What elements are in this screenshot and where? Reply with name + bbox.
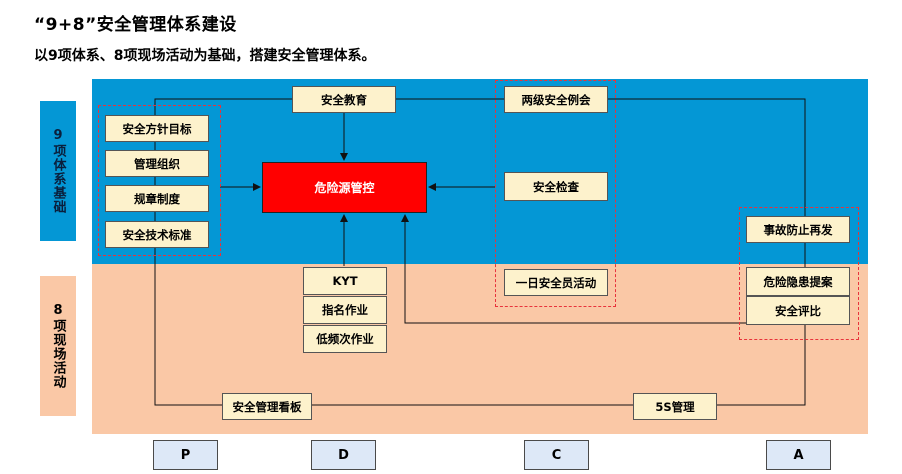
two-level-meeting-node: 两级安全例会 bbox=[504, 86, 608, 113]
dashed-group-right bbox=[739, 207, 859, 340]
accident-prevention-node: 事故防止再发 bbox=[746, 216, 850, 243]
five-s-node: 5S管理 bbox=[633, 393, 717, 420]
management-board-node: 安全管理看板 bbox=[222, 393, 312, 420]
low-frequency-work-node: 低频次作业 bbox=[303, 325, 387, 353]
page-subtitle: 以9项体系、8项现场活动为基础，搭建安全管理体系。 bbox=[34, 48, 376, 64]
rules-node: 规章制度 bbox=[105, 185, 209, 212]
safety-policy-node: 安全方针目标 bbox=[105, 115, 209, 142]
pdca-act: A bbox=[766, 440, 831, 470]
pdca-check: C bbox=[524, 440, 589, 470]
pdca-do: D bbox=[311, 440, 376, 470]
pdca-plan: P bbox=[153, 440, 218, 470]
hazard-proposal-node: 危险隐患提案 bbox=[746, 267, 850, 296]
point-call-node: 指名作业 bbox=[303, 296, 387, 324]
safety-evaluation-node: 安全评比 bbox=[746, 296, 850, 325]
safety-officer-day-node: 一日安全员活动 bbox=[504, 269, 608, 296]
hazard-control-node: 危险源管控 bbox=[262, 162, 427, 213]
field-band-label: 8项现场活动 bbox=[40, 276, 76, 416]
safety-inspection-node: 安全检查 bbox=[504, 172, 608, 201]
system-band-label: 9项体系基础 bbox=[40, 101, 76, 241]
dashed-group-left bbox=[98, 105, 221, 256]
kyt-node: KYT bbox=[303, 267, 387, 295]
dashed-group-middle bbox=[495, 80, 616, 307]
safety-standards-node: 安全技术标准 bbox=[105, 221, 209, 248]
safety-education-node: 安全教育 bbox=[292, 86, 396, 113]
page-title: “9+8”安全管理体系建设 bbox=[34, 15, 237, 35]
management-org-node: 管理组织 bbox=[105, 150, 209, 177]
